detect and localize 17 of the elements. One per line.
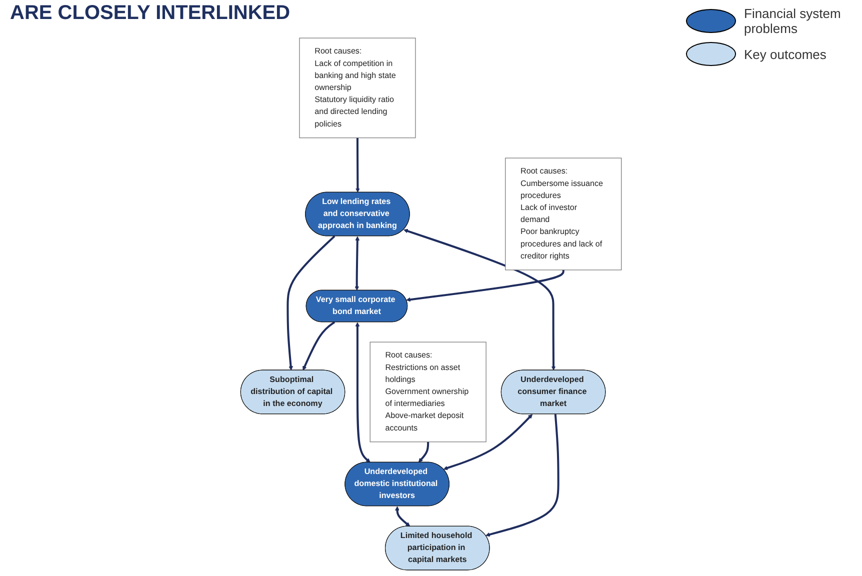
legend-label: Financial system problems	[744, 6, 842, 36]
arrow	[355, 322, 370, 463]
node-box: Root causes: Restrictions on asset holdings Government ownership of intermediaries Above-market deposit accounts	[370, 342, 486, 442]
arrow	[406, 270, 564, 302]
arrow	[486, 414, 560, 537]
arrow	[418, 442, 430, 463]
arrow	[403, 228, 556, 370]
legend-label: Key outcomes	[744, 46, 828, 62]
arrow	[355, 138, 360, 193]
arrow	[354, 236, 360, 291]
node-box: Root causes: Lack of competition in banking and high state ownership Statutory liquidity ratio and directed lending policies	[299, 38, 416, 138]
arrow	[302, 321, 336, 370]
diagram-title: ARE CLOSELY INTERLINKED	[10, 2, 290, 25]
node-box: Root causes: Cumbersome issuance procedures Lack of investor demand Poor bankruptcy procedures and lack of creditor rights	[505, 158, 622, 270]
arrow	[394, 506, 410, 527]
arrow	[286, 235, 336, 370]
arrow	[443, 414, 533, 470]
